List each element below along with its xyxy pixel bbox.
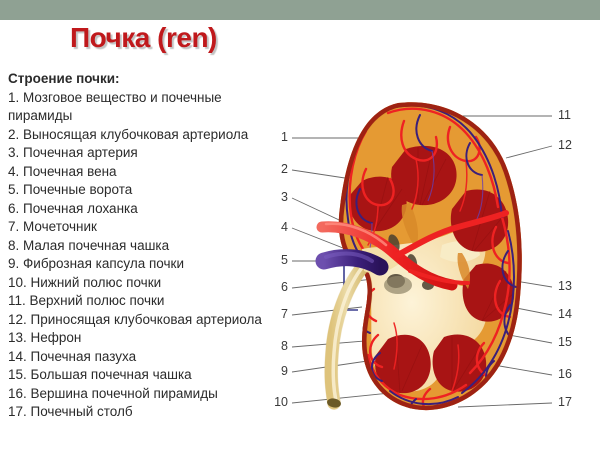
list-item: 9. Фиброзная капсула почки [8, 256, 184, 271]
list-item: 11. Верхний полюс почки [8, 293, 165, 308]
header-band [0, 0, 600, 20]
page-title: Почка (ren) [70, 22, 217, 53]
list-item: 5. Почечные ворота [8, 182, 133, 197]
callout-4: 4 [281, 220, 288, 234]
list-item: 3. Почечная артерия [8, 145, 138, 160]
kidney-illustration [291, 102, 553, 411]
list-item: 10. Нижний полюс почки [8, 274, 162, 290]
callout-17: 17 [558, 395, 572, 409]
callout-7: 7 [281, 307, 288, 321]
callout-5: 5 [281, 253, 288, 267]
list-item: 7. Мочеточник [8, 219, 97, 234]
callout-3: 3 [281, 190, 288, 204]
callout-1: 1 [281, 130, 288, 144]
callout-10: 10 [274, 395, 288, 409]
callout-11: 11 [558, 108, 571, 122]
list-item: 6. Почечная лоханка [8, 200, 138, 216]
callout-9: 9 [281, 364, 288, 378]
callout-12: 12 [558, 138, 572, 152]
ureter-cut-end [327, 398, 341, 408]
list-item: 15. Большая почечная чашка [8, 367, 192, 382]
renal-vein [315, 249, 389, 276]
list-item: 2. Выносящая клубочковая артериола [8, 126, 249, 142]
legend-panel: Строение почки: 1. Мозговое вещество и п… [8, 70, 273, 422]
list-item: 13. Нефрон [8, 330, 82, 345]
list-item: 12. Приносящая клубочковая артериола [8, 311, 262, 327]
legend-heading: Строение почки: [8, 71, 120, 86]
list-item: 8. Малая почечная чашка [8, 237, 170, 253]
list-item: 4. Почечная вена [8, 163, 117, 179]
list-item: 16. Вершина почечной пирамиды [8, 385, 218, 401]
list-item: 14. Почечная пазуха [8, 348, 137, 364]
callout-13: 13 [558, 279, 572, 293]
callout-8: 8 [281, 339, 288, 353]
callout-2: 2 [281, 162, 288, 176]
callout-16: 16 [558, 367, 572, 381]
list-item: 17. Почечный столб [8, 404, 133, 419]
callout-15: 15 [558, 335, 572, 349]
callout-6: 6 [281, 280, 288, 294]
callout-14: 14 [558, 307, 572, 321]
list-item: 1. Мозговое вещество и почечные пирамиды [8, 89, 222, 124]
kidney-diagram: 1 2 3 4 5 6 7 8 9 10 11 12 13 14 15 16 1… [270, 85, 600, 425]
